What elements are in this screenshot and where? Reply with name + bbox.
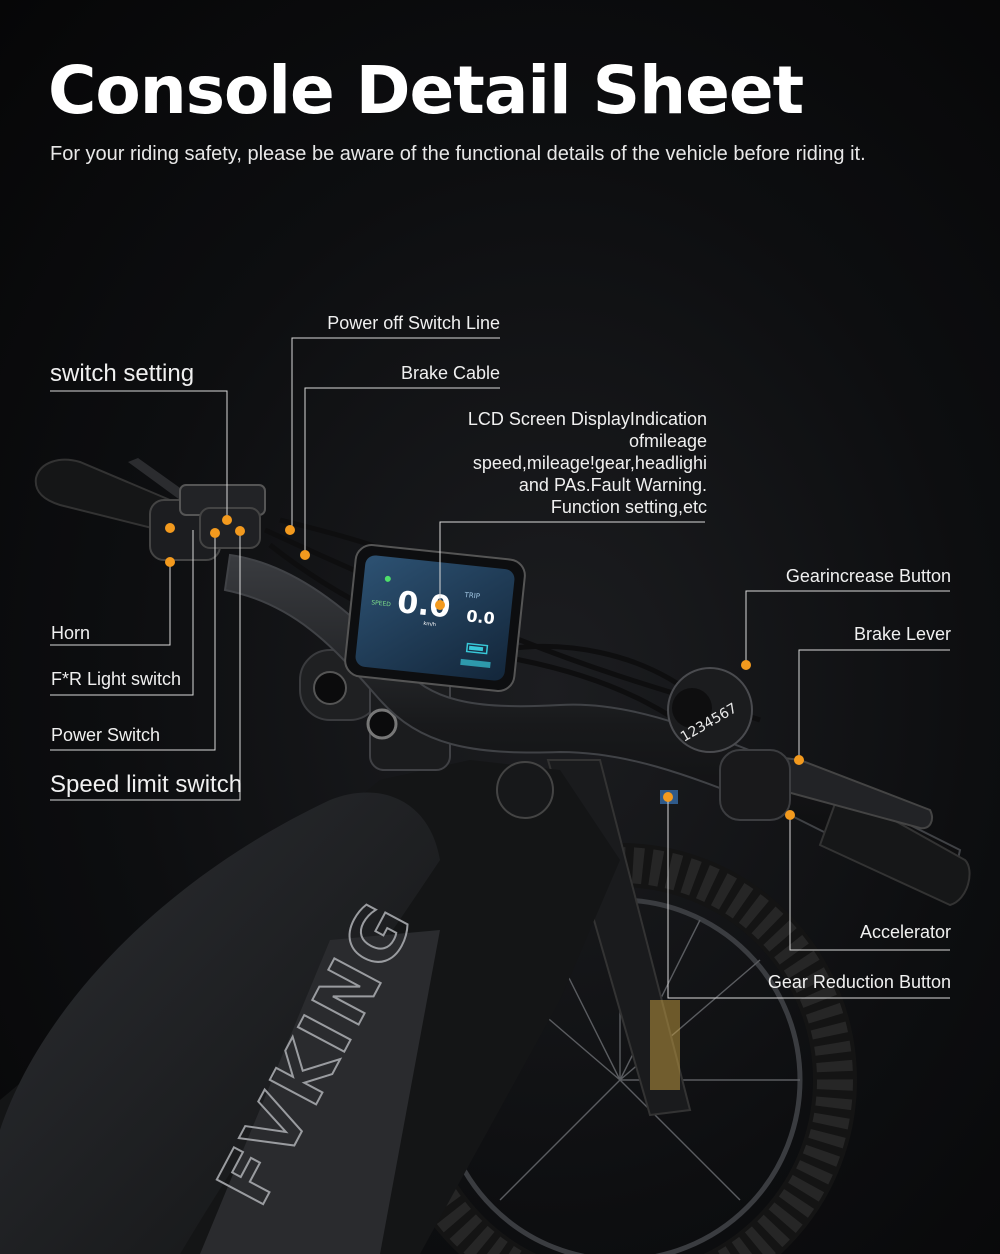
lcd-display: 0.0 TRIP 0.0 SPEED km/h [344,544,526,692]
label-horn: Horn [51,623,91,643]
label-gear-increase-button: Gearincrease Button [785,566,951,586]
brake-lever [758,753,933,830]
lcd-trip-value: 0.0 [465,606,495,628]
left-brake-lever [128,458,190,500]
label-lcd-screen: LCD Screen DisplayIndication ofmileage s… [467,409,707,517]
leader-lines [50,337,950,999]
callout-dots [165,515,804,820]
seat-tank [0,792,440,1254]
label-power-switch: Power Switch [51,725,161,745]
lcd-speed-label: SPEED [371,599,392,608]
label-switch-setting: switch setting [50,360,195,387]
label-gear-reduction-button: Gear Reduction Button [767,972,951,992]
lcd-unit: km/h [423,621,436,628]
page-title: Console Detail Sheet [48,52,804,129]
page-subtitle: For your riding safety, please be aware … [50,143,866,165]
label-fr-light-switch: F*R Light switch [51,669,182,689]
label-speed-limit-switch: Speed limit switch [50,771,243,798]
lcd-trip-label: TRIP [463,591,480,601]
label-brake-cable: Brake Cable [400,363,500,383]
label-accelerator: Accelerator [859,922,951,942]
label-power-off-switch-line: Power off Switch Line [327,313,500,333]
label-brake-lever: Brake Lever [853,624,951,644]
